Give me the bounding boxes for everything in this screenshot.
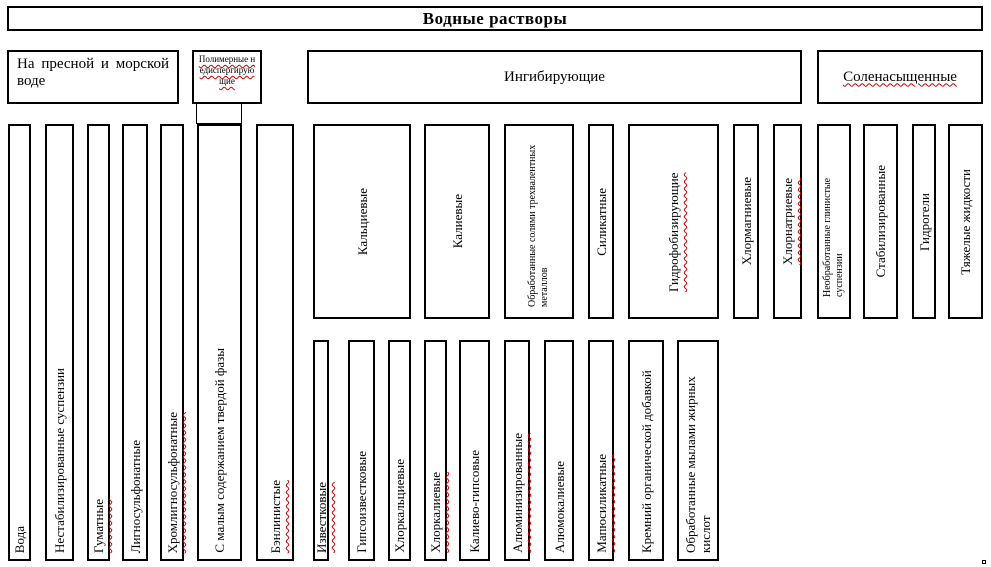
box-chlornatrium-text: Хлорнатриевые bbox=[780, 178, 795, 265]
column-humate: Гуматные bbox=[87, 124, 110, 561]
column-chlorcalcium: Хлоркальциевые bbox=[388, 340, 411, 561]
box-hydrophobizing-text: Гидрофобизирующие bbox=[666, 172, 681, 292]
box-trivalent: Обработанные солями трехвалентных металл… bbox=[504, 124, 574, 319]
column-unstabilized-text: Нестабилизированные суспензии bbox=[52, 368, 67, 553]
column-lignosulfonate-text: Лигносульфонатные bbox=[127, 439, 143, 553]
box-stabilized: Стабилизированные bbox=[863, 124, 898, 319]
box-hydrogels-text: Гидрогели bbox=[916, 192, 932, 251]
column-chlorpotassium: Хлоркалиевые bbox=[424, 340, 447, 561]
box-chlormagnesium-text: Хлормагниевые bbox=[738, 177, 754, 266]
column-lignosulfonate: Лигносульфонатные bbox=[122, 124, 148, 561]
header-inhibiting: Ингибирующие bbox=[307, 50, 802, 104]
connector-line bbox=[241, 104, 242, 124]
diagram-title: Водные растворы bbox=[7, 6, 983, 31]
box-stabilized-text: Стабилизированные bbox=[873, 165, 888, 278]
box-chlormagnesium: Хлормагниевые bbox=[733, 124, 759, 319]
header-fresh-sea: На пресной и морской воде bbox=[7, 50, 179, 104]
box-untreated-clay-text: Необработанные глинистые суспензии bbox=[822, 177, 845, 297]
diagram-title-text: Водные растворы bbox=[422, 8, 568, 28]
box-silicate: Силикатные bbox=[588, 124, 614, 319]
box-untreated-clay: Необработанные глинистые суспензии bbox=[817, 124, 851, 319]
header-salt-saturated: Соленасыщенные bbox=[817, 50, 983, 104]
column-chlorcalcium-text: Хлоркальциевые bbox=[392, 459, 407, 553]
header-polymer: Полимерные недиспергирующие bbox=[192, 50, 262, 104]
header-fresh-sea-text: На пресной и морской воде bbox=[17, 56, 169, 89]
box-heavy-liquids-text: Тяжелые жидкости bbox=[958, 168, 973, 275]
header-salt-saturated-text: Соленасыщенные bbox=[843, 68, 957, 85]
column-water: Вода bbox=[8, 124, 31, 561]
column-bentonite: Бэнлинистые bbox=[256, 124, 294, 561]
column-fatty-soaps-text: Обработанные мылами жирных кислот bbox=[683, 376, 713, 553]
column-low-solids-text: С малым содержанием твердой фазы bbox=[212, 348, 227, 553]
column-aluminopotassium-text: Алюмокалиевые bbox=[551, 460, 567, 553]
box-silicate-text: Силикатные bbox=[593, 187, 609, 256]
column-mahosilicate-text: Мапюсиликатные bbox=[593, 454, 609, 553]
box-trivalent-text: Обработанные солями трехвалентных металл… bbox=[527, 144, 550, 307]
column-aluminated: Алюминизированные bbox=[504, 340, 530, 561]
column-chromlignosulfonate-text: Хромлигносульфонатные bbox=[164, 411, 180, 553]
header-inhibiting-text: Ингибирующие bbox=[504, 68, 605, 85]
column-aluminated-text: Алюминизированные bbox=[509, 433, 525, 553]
column-lime-text: Известковые bbox=[313, 482, 329, 553]
column-low-solids: С малым содержанием твердой фазы bbox=[197, 124, 242, 561]
column-chromlignosulfonate: Хромлигносульфонатные bbox=[160, 124, 184, 561]
column-gypsum-lime-text: Гипсоизвестковые bbox=[354, 451, 369, 553]
box-potassium: Калиевые bbox=[424, 124, 490, 319]
box-calcium: Кальциевые bbox=[313, 124, 411, 319]
column-aluminopotassium: Алюмокалиевые bbox=[544, 340, 574, 561]
column-chlorpotassium-text: Хлоркалиевые bbox=[428, 472, 443, 553]
column-water-text: Вода bbox=[12, 525, 27, 553]
column-bentonite-text: Бэнлинистые bbox=[267, 479, 283, 553]
anchor-marker bbox=[982, 560, 986, 564]
column-fatty-soaps: Обработанные мылами жирных кислот bbox=[677, 340, 719, 561]
column-potassium-gypsum: Калиево-гипсовые bbox=[459, 340, 490, 561]
connector-line bbox=[196, 123, 242, 124]
box-potassium-text: Калиевые bbox=[449, 194, 465, 249]
column-potassium-gypsum-text: Калиево-гипсовые bbox=[467, 450, 482, 553]
column-organic-silicon: Кремний органической добавкой bbox=[628, 340, 664, 561]
box-calcium-text: Кальциевые bbox=[354, 187, 370, 256]
column-mahosilicate: Мапюсиликатные bbox=[588, 340, 614, 561]
box-hydrophobizing: Гидрофобизирующие bbox=[628, 124, 719, 319]
header-polymer-text: Полимерные недиспергирующие bbox=[198, 54, 256, 86]
box-chlornatrium: Хлорнатриевые bbox=[773, 124, 802, 319]
connector-line bbox=[196, 104, 197, 124]
box-heavy-liquids: Тяжелые жидкости bbox=[948, 124, 983, 319]
box-hydrogels: Гидрогели bbox=[912, 124, 936, 319]
column-humate-text: Гуматные bbox=[91, 498, 106, 553]
column-organic-silicon-text: Кремний органической добавкой bbox=[638, 370, 654, 553]
column-unstabilized: Нестабилизированные суспензии bbox=[45, 124, 74, 561]
column-gypsum-lime: Гипсоизвестковые bbox=[348, 340, 375, 561]
column-lime: Известковые bbox=[313, 340, 329, 561]
